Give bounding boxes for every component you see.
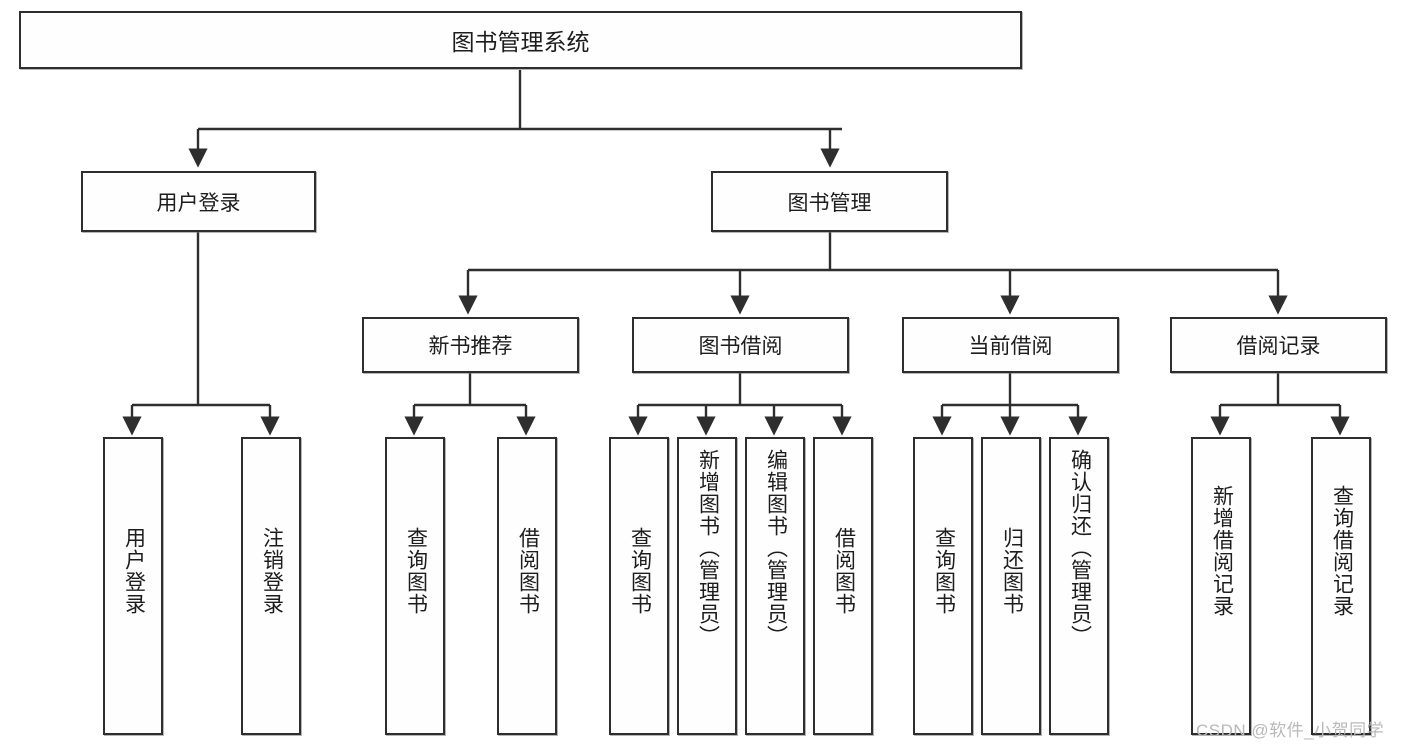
leaf-borrow-record-add[interactable]: 新增借阅记录 <box>1191 437 1251 735</box>
node-book-management[interactable]: 图书管理 <box>711 171 948 232</box>
node-current-borrow[interactable]: 当前借阅 <box>902 317 1119 373</box>
leaf-book-borrow-add-label: 新增图书（管理员） <box>696 449 720 647</box>
leaf-current-borrow-confirm[interactable]: 确认归还（管理员） <box>1049 437 1109 735</box>
node-user-login-label: 用户登录 <box>156 191 241 215</box>
leaf-borrow-record-add-label: 新增借阅记录 <box>1210 485 1234 617</box>
leaf-book-borrow-edit[interactable]: 编辑图书（管理员） <box>745 437 805 735</box>
leaf-book-borrow-edit-label: 编辑图书（管理员） <box>764 449 788 647</box>
leaf-borrow-record-query-label: 查询借阅记录 <box>1330 485 1354 617</box>
node-current-borrow-label: 当前借阅 <box>968 335 1053 358</box>
leaf-user-login-logout[interactable]: 注销登录 <box>241 437 301 735</box>
node-book-borrow[interactable]: 图书借阅 <box>632 317 849 373</box>
leaf-current-borrow-query[interactable]: 查询图书 <box>913 437 973 735</box>
leaf-book-borrow-borrow-label: 借阅图书 <box>832 527 856 615</box>
leaf-book-borrow-query[interactable]: 查询图书 <box>609 437 669 735</box>
leaf-user-login-login[interactable]: 用户登录 <box>103 437 163 735</box>
node-book-borrow-label: 图书借阅 <box>698 335 783 358</box>
node-borrow-record[interactable]: 借阅记录 <box>1170 317 1387 373</box>
leaf-new-book-query[interactable]: 查询图书 <box>385 437 445 735</box>
node-new-book-recommend-label: 新书推荐 <box>428 335 513 358</box>
leaf-new-book-borrow[interactable]: 借阅图书 <box>497 437 557 735</box>
leaf-current-borrow-query-label: 查询图书 <box>932 527 956 615</box>
node-user-login[interactable]: 用户登录 <box>81 171 316 232</box>
csdn-watermark: CSDN @软件_小贺同学 <box>1196 721 1385 740</box>
node-book-management-label: 图书管理 <box>787 191 872 215</box>
leaf-current-borrow-return[interactable]: 归还图书 <box>981 437 1041 735</box>
node-borrow-record-label: 借阅记录 <box>1236 335 1321 358</box>
leaf-current-borrow-return-label: 归还图书 <box>1000 527 1024 615</box>
node-root[interactable]: 图书管理系统 <box>19 11 1022 69</box>
leaf-user-login-logout-label: 注销登录 <box>260 527 284 615</box>
node-new-book-recommend[interactable]: 新书推荐 <box>362 317 579 373</box>
leaf-current-borrow-confirm-label: 确认归还（管理员） <box>1068 449 1092 647</box>
leaf-user-login-login-label: 用户登录 <box>122 527 146 615</box>
leaf-new-book-borrow-label: 借阅图书 <box>516 527 540 615</box>
leaf-book-borrow-query-label: 查询图书 <box>628 527 652 615</box>
leaf-borrow-record-query[interactable]: 查询借阅记录 <box>1311 437 1371 735</box>
leaf-new-book-query-label: 查询图书 <box>404 527 428 615</box>
leaf-book-borrow-add[interactable]: 新增图书（管理员） <box>677 437 737 735</box>
node-root-label: 图书管理系统 <box>451 29 590 55</box>
leaf-book-borrow-borrow[interactable]: 借阅图书 <box>813 437 873 735</box>
